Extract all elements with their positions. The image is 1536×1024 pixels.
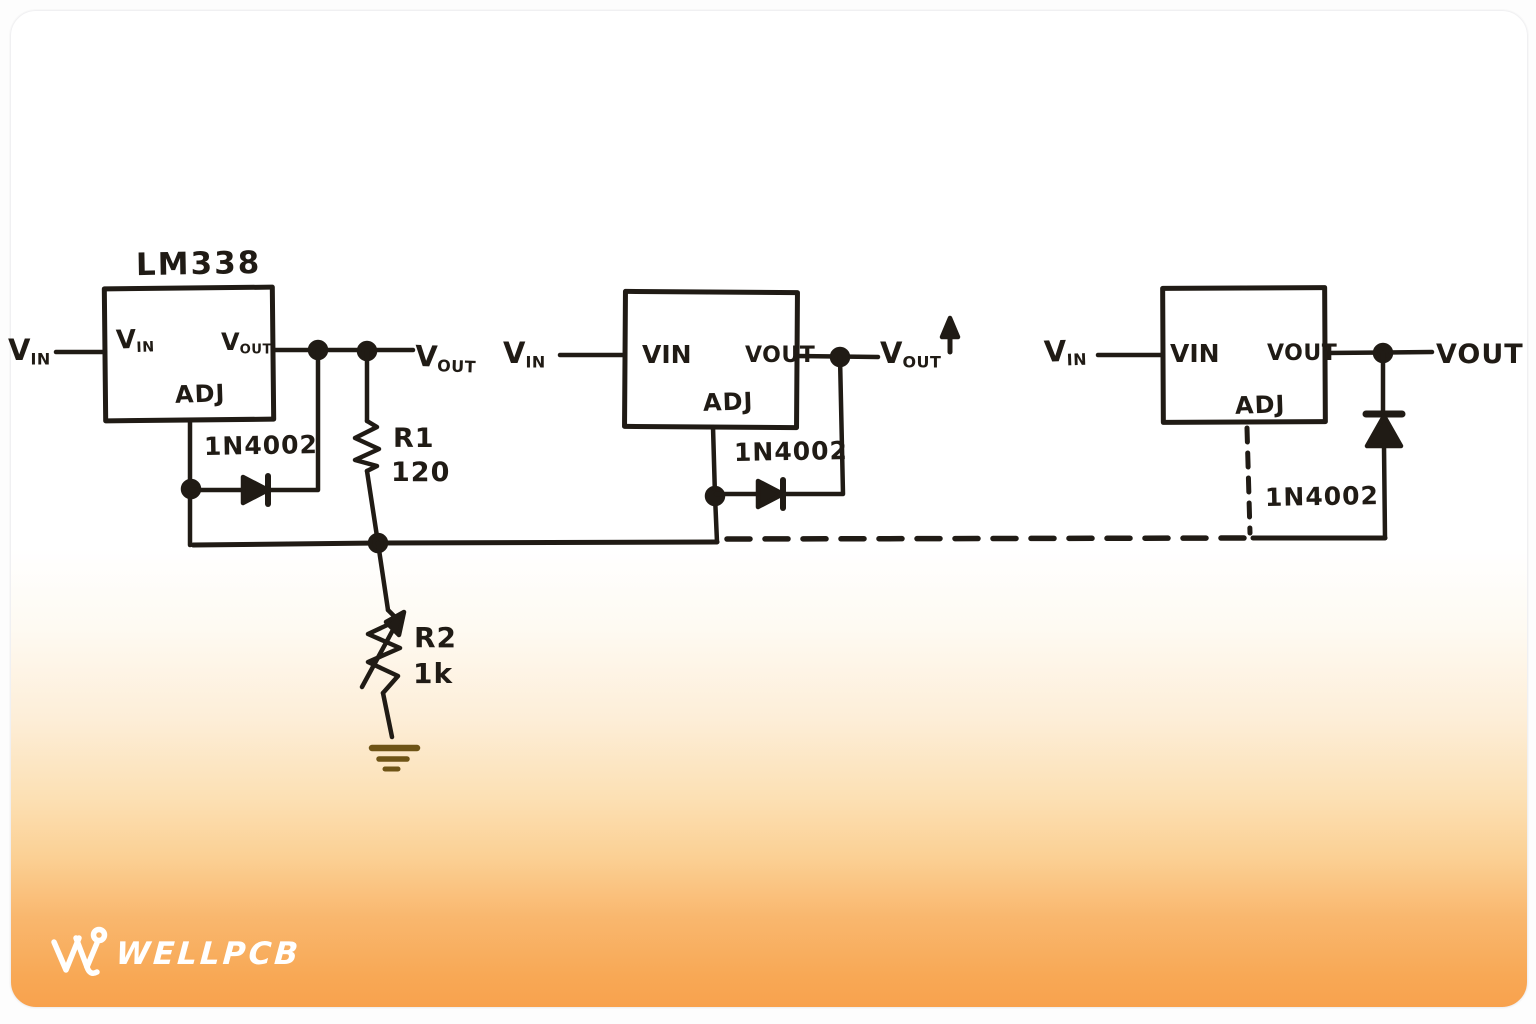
reg3-pin-vout-label: VOUT (1267, 341, 1338, 366)
reg1-output-net-label: VOUT (414, 338, 477, 377)
diode-symbol (240, 473, 271, 507)
regulator-3 (1095, 285, 1435, 541)
reg1-diode-part-label: 1N4002 (203, 430, 319, 461)
ground-symbol (368, 744, 421, 772)
regulator-1 (53, 284, 416, 548)
brand-wordmark: WELLPCB (114, 936, 303, 972)
pot-arrow-shaft (359, 625, 397, 690)
reg1-pin-vin-label: VIN (115, 324, 155, 356)
up-arrow (939, 315, 961, 355)
reg2-diode-part-label: 1N4002 (733, 436, 849, 467)
regulator-2 (557, 288, 961, 545)
r2-name-label: R2 (414, 621, 458, 654)
reg2-pin-vin-label: VIN (642, 340, 692, 369)
diagram-card (10, 10, 1528, 1008)
r1-name-label: R1 (393, 423, 435, 454)
reg1-input-net-label: VIN (8, 333, 51, 369)
reg3-pin-vin-label: VIN (1170, 339, 1220, 368)
r1-resistor (352, 348, 382, 546)
reg1-pin-adj-label: ADJ (174, 379, 226, 409)
reg2-output-net-label: VOUT (880, 336, 942, 372)
reg3-pin-adj-label: ADJ (1234, 390, 1286, 420)
r2-potentiometer (359, 540, 407, 740)
r1-value-label: 120 (391, 457, 451, 488)
r2-value-label: 1k (413, 657, 454, 690)
adj-bus (190, 532, 1388, 554)
reg3-diode-part-label: 1N4002 (1264, 481, 1380, 512)
part-number-label: LM338 (135, 244, 262, 284)
reg3-output-net-label: VOUT (1436, 339, 1524, 370)
reg2-pin-adj-label: ADJ (702, 387, 754, 417)
diode-symbol-vertical (1362, 350, 1406, 541)
wellpcb-w-mark-icon (51, 926, 108, 976)
adj-bus-dashed (724, 535, 1256, 542)
diode-symbol (755, 477, 786, 511)
reg3-adj-dashed-wire (1244, 425, 1253, 536)
reg1-diode-loop (188, 347, 321, 493)
adj-bus-solid (190, 539, 720, 548)
reg2-body (622, 288, 800, 431)
reg2-adj-wire (710, 424, 720, 545)
reg3-input-net-label: VIN (1043, 333, 1088, 370)
reg2-input-net-label: VIN (503, 336, 546, 372)
pot-arrow-head (383, 609, 407, 638)
reg1-pin-vout-label: VOUT (221, 328, 272, 358)
reg2-pin-vout-label: VOUT (745, 343, 816, 368)
